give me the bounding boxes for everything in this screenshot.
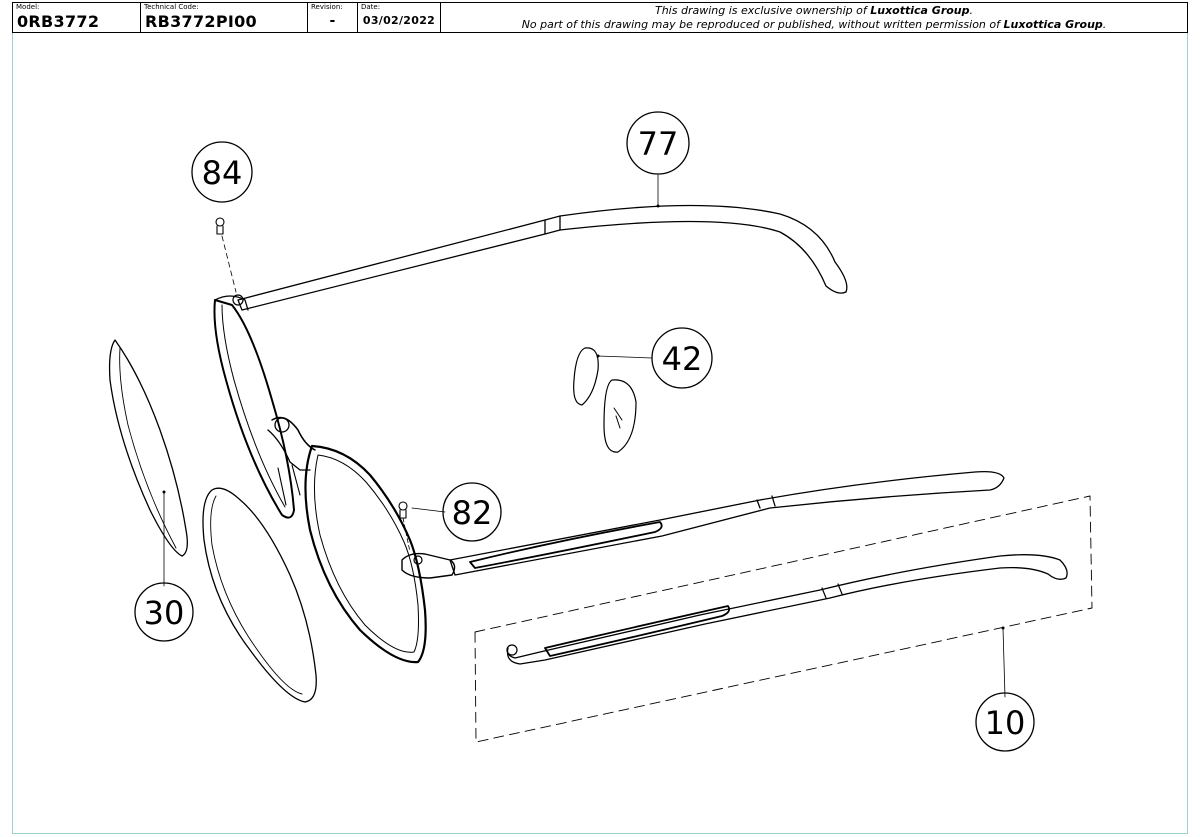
callout-84: 84 (191, 141, 253, 203)
revision-label: Revision: (311, 3, 343, 11)
technical-code-cell: Technical Code: RB3772PI00 (141, 3, 308, 32)
frame-front-part (213, 294, 456, 664)
callout-84-label: 84 (202, 154, 243, 192)
callout-77: 77 (626, 111, 690, 175)
temple-exploded-part (474, 495, 1093, 743)
callout-10: 10 (975, 692, 1035, 752)
callout-77-label: 77 (638, 125, 679, 163)
temple-front-part (449, 470, 1005, 576)
callout-10-label: 10 (985, 704, 1026, 742)
revision-value: - (329, 13, 336, 29)
lens-part (108, 339, 188, 557)
technical-code-value: RB3772PI00 (145, 12, 257, 31)
notice-owner-1: Luxottica Group (870, 3, 970, 17)
screw-hinge-part (398, 501, 408, 519)
date-label: Date: (361, 3, 381, 11)
leader-lines (163, 174, 1006, 698)
model-label: Model: (16, 3, 40, 11)
model-cell: Model: 0RB3772 (13, 3, 141, 32)
date-value: 03/02/2022 (362, 14, 436, 27)
screw-top-part (215, 217, 225, 235)
callout-30: 30 (134, 582, 194, 642)
callout-30-label: 30 (144, 594, 185, 632)
notice-line-2: No part of this drawing may be reproduce… (521, 17, 1107, 31)
leader-dots (162, 204, 1005, 630)
demo-lens-part (202, 487, 317, 703)
callout-42-label: 42 (662, 340, 703, 378)
callout-82: 82 (442, 482, 502, 542)
technical-code-label: Technical Code: (144, 3, 199, 11)
notice-owner-2: Luxottica Group (1003, 17, 1103, 31)
date-cell: Date: 03/02/2022 (358, 3, 441, 32)
model-value: 0RB3772 (17, 12, 100, 31)
ownership-notice: This drawing is exclusive ownership of L… (441, 3, 1187, 32)
callout-82-label: 82 (452, 494, 493, 532)
revision-cell: Revision: - (308, 3, 358, 32)
nose-pads-part (573, 347, 637, 453)
temple-right-part (214, 204, 848, 311)
notice-line-1: This drawing is exclusive ownership of L… (654, 3, 974, 17)
title-block: Model: 0RB3772 Technical Code: RB3772PI0… (12, 2, 1188, 33)
callout-42: 42 (651, 327, 713, 389)
